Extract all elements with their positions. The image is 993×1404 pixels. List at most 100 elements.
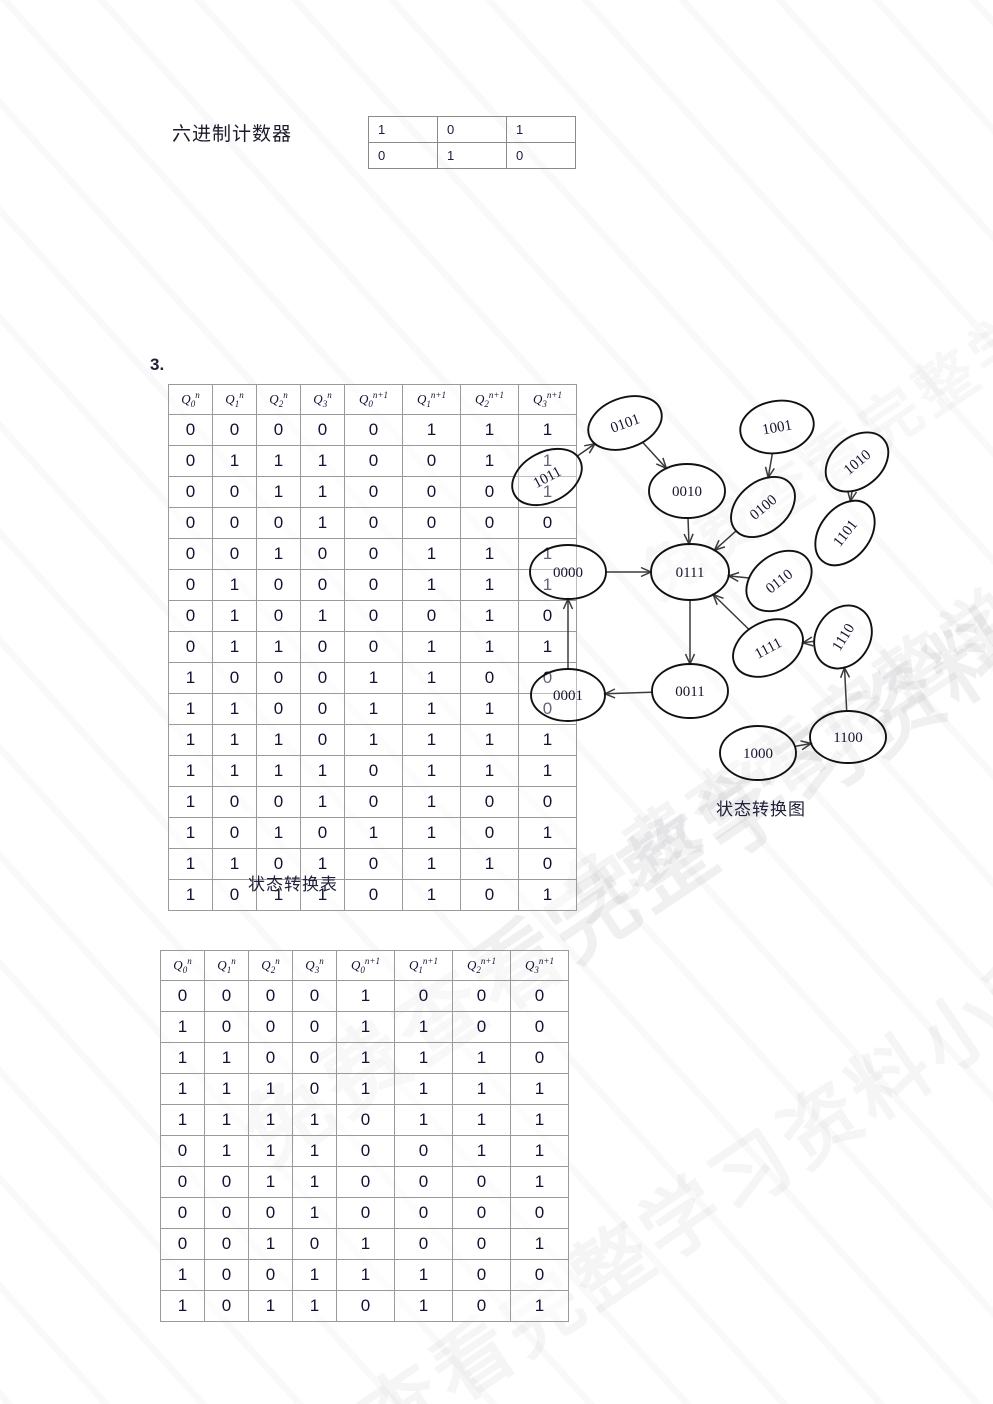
table-cell: 1 <box>518 724 577 756</box>
state-node[interactable]: 0000 <box>529 544 607 600</box>
state-node[interactable]: 1110 <box>803 595 884 680</box>
table-row: 01000111 <box>168 569 577 601</box>
table-cell: 1 <box>212 755 257 787</box>
transition-edge <box>714 530 737 551</box>
table-cell: 1 <box>248 1135 293 1167</box>
table-cell: 1 <box>336 1042 395 1074</box>
state-node-ellipse <box>650 543 730 601</box>
table-cell: 1 <box>402 662 461 694</box>
table-cell: 0 <box>212 507 257 539</box>
table-cell: 1 <box>204 1042 249 1074</box>
table-cell: 1 <box>510 1290 569 1322</box>
table-cell: 0 <box>394 1166 453 1198</box>
table-cell: 0 <box>510 1011 569 1043</box>
table-cell: 0 <box>256 600 301 632</box>
table-cell: 0 <box>452 1259 511 1291</box>
state-node[interactable]: 0111 <box>650 543 730 601</box>
state-node-ellipse <box>651 663 729 719</box>
table-cell: 1 <box>402 879 461 911</box>
table-cell: 1 <box>402 755 461 787</box>
table-cell: 1 <box>168 755 213 787</box>
table-cell: 1 <box>292 1290 337 1322</box>
table-cell: 0 <box>300 662 345 694</box>
table-cell: 0 <box>160 1135 205 1167</box>
table-cell: 1 <box>256 879 301 911</box>
table-cell: 1 <box>518 755 577 787</box>
table-cell: 0 <box>344 569 403 601</box>
state-node[interactable]: 1011 <box>505 438 591 517</box>
table-cell: 0 <box>292 1042 337 1074</box>
state-node-label: 0000 <box>553 565 583 581</box>
table-cell: 0 <box>256 693 301 725</box>
state-node-label: 0111 <box>676 565 705 581</box>
state-node[interactable]: 0110 <box>735 538 824 623</box>
table-cell: 0 <box>452 980 511 1012</box>
transition-edge <box>687 517 690 545</box>
table-cell: 1 <box>402 693 461 725</box>
table-cell: 0 <box>212 476 257 508</box>
arrowhead-icon <box>584 442 597 454</box>
state-node[interactable]: 0010 <box>648 463 726 519</box>
column-header: Q0n <box>168 384 213 415</box>
table-cell: 0 <box>344 631 403 663</box>
column-header: Q3n+1 <box>518 384 577 415</box>
table-cell: 0 <box>160 980 205 1012</box>
state-node-ellipse <box>511 447 583 507</box>
state-node[interactable]: 1001 <box>736 395 818 459</box>
table-cell: 1 <box>248 1166 293 1198</box>
table-cell: 1 <box>452 1135 511 1167</box>
state-node-ellipse <box>530 668 606 722</box>
table-cell: 0 <box>344 445 403 477</box>
table-cell: 1 <box>510 1135 569 1167</box>
table-cell: 1 <box>168 848 213 880</box>
state-node[interactable]: 1000 <box>719 725 797 781</box>
table-cell: 0 <box>510 1259 569 1291</box>
table-cell: 0 <box>248 1259 293 1291</box>
table-cell: 1 <box>394 1290 453 1322</box>
table-cell: 1 <box>256 817 301 849</box>
state-node[interactable]: 0101 <box>581 387 670 460</box>
problem-number: 3. <box>150 355 165 374</box>
state-node-ellipse <box>813 604 873 670</box>
state-node[interactable]: 1010 <box>814 420 900 503</box>
table-cell: 0 <box>212 414 257 446</box>
table-cell: 1 <box>344 817 403 849</box>
state-node-ellipse <box>745 549 813 613</box>
table-cell: 0 <box>204 980 249 1012</box>
table-cell: 0 <box>394 1135 453 1167</box>
counter-label: 六进制计数器 <box>172 124 293 145</box>
table-cell: 1 <box>336 1259 395 1291</box>
table-cell: 1 <box>256 445 301 477</box>
state-node-ellipse <box>809 710 887 764</box>
table-cell: 0 <box>256 414 301 446</box>
state-node[interactable]: 0001 <box>530 668 606 722</box>
transition-edge <box>794 742 812 748</box>
table-cell: 1 <box>256 755 301 787</box>
table-cell: 0 <box>212 786 257 818</box>
state-node[interactable]: 1100 <box>809 710 887 764</box>
state-node[interactable]: 0011 <box>651 663 729 719</box>
state-node[interactable]: 1101 <box>803 489 887 577</box>
table-cell: 0 <box>452 1166 511 1198</box>
table-cell: 0 <box>344 600 403 632</box>
table-cell: 1 <box>336 1228 395 1260</box>
state-node[interactable]: 0100 <box>719 465 806 550</box>
table-cell: 0 <box>460 879 519 911</box>
table-cell: 1 <box>212 693 257 725</box>
transition-edge <box>642 441 667 469</box>
table-cell: 0 <box>168 538 213 570</box>
table-cell: 1 <box>168 879 213 911</box>
state-node-ellipse <box>824 431 890 493</box>
state-node[interactable]: 1111 <box>723 608 813 689</box>
table-cell: 0 <box>300 631 345 663</box>
